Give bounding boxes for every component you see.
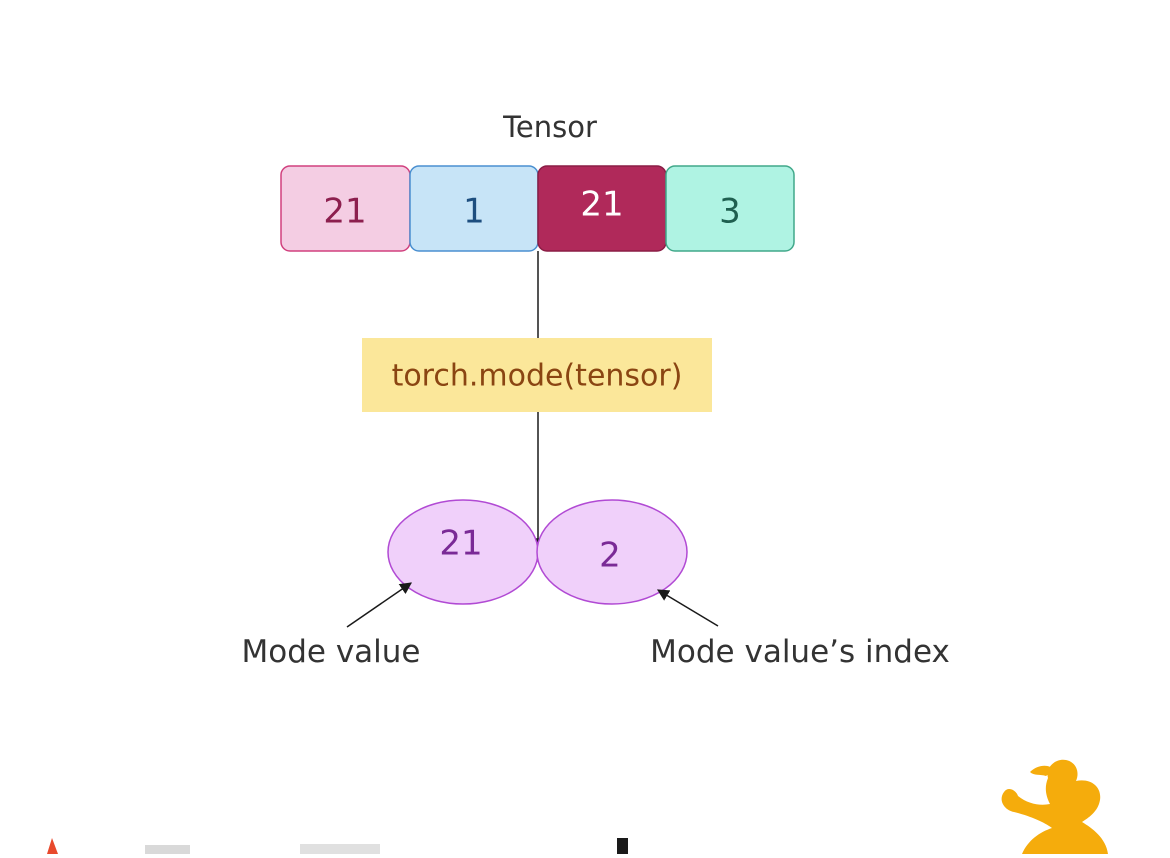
tensor-title: Tensor <box>502 110 597 144</box>
tensor-array: 21 1 21 3 <box>280 165 795 252</box>
function-label: torch.mode(tensor) <box>392 359 683 394</box>
pytorch-flame-icon <box>47 838 58 854</box>
function-box: torch.mode(tensor) <box>362 338 712 412</box>
tensor-cell-3: 3 <box>665 165 795 252</box>
pytorch-watermark <box>47 838 628 854</box>
tensor-cell-2-value: 21 <box>580 185 623 225</box>
wordmark-letter-fragment-3 <box>617 838 628 854</box>
wordmark-letter-fragment-1 <box>145 845 190 854</box>
output-mode-index-number: 2 <box>599 536 621 576</box>
tensor-cell-2: 21 <box>537 165 667 252</box>
tensor-cell-0-value: 21 <box>323 192 366 232</box>
caption-mode-index: Mode value’s index <box>650 634 950 670</box>
caption-arrow-mode-value <box>346 582 412 628</box>
output-mode-value-number: 21 <box>439 524 482 564</box>
wordmark-letter-fragment-2 <box>300 844 380 854</box>
mascot-logo-icon <box>1001 759 1108 854</box>
tensor-cell-0: 21 <box>280 165 411 252</box>
caption-mode-value: Mode value <box>242 634 421 670</box>
output-mode-index: 2 <box>536 499 688 605</box>
tensor-cell-3-value: 3 <box>719 192 741 232</box>
output-mode-value: 21 <box>387 499 539 605</box>
caption-arrow-mode-index <box>656 589 719 627</box>
tensor-cell-1: 1 <box>409 165 539 252</box>
tensor-cell-1-value: 1 <box>463 192 485 232</box>
